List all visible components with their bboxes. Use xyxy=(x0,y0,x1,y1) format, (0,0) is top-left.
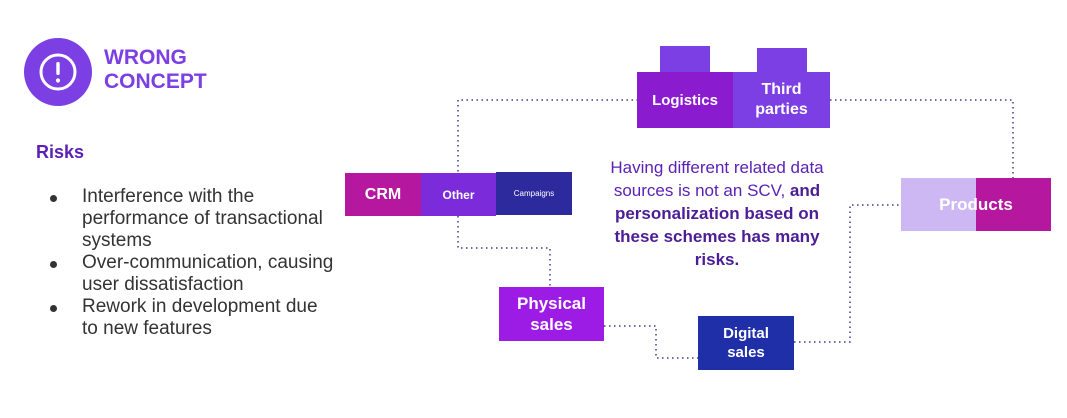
diagram-message-bold: and personalization based on these schem… xyxy=(614,181,821,269)
digital-sales-label-line-1: Digital xyxy=(723,325,769,342)
products-node-left xyxy=(901,178,976,231)
risks-heading: Risks xyxy=(36,142,85,162)
diagram-message-plain: Having different related data sources is… xyxy=(610,158,824,200)
connector-other-physical-sales xyxy=(457,216,551,288)
connector-physical-sales-digital-sales xyxy=(604,325,698,359)
risk-item-rework: Rework in development due to new feature… xyxy=(38,296,338,340)
risk-list: Interference with the performance of tra… xyxy=(38,186,338,340)
logistics-label: Logistics xyxy=(652,91,718,109)
risk-item-over-communication: Over-communication, causing user dissati… xyxy=(38,252,338,296)
diagram-message: Having different related data sources is… xyxy=(596,156,838,271)
physical-sales-node: Physical sales xyxy=(499,287,604,341)
page-title-line-2: CONCEPT xyxy=(104,70,207,93)
page-title: WRONG CONCEPT xyxy=(104,46,264,94)
digital-sales-label-line-2: sales xyxy=(727,344,765,361)
crm-label: CRM xyxy=(364,185,402,203)
page-title-line-1: WRONG xyxy=(104,46,187,69)
third-parties-node: Third parties xyxy=(733,72,830,128)
logistics-stack-top xyxy=(660,46,710,72)
third-parties-label-line-2: parties xyxy=(755,101,808,118)
products-node-right xyxy=(976,178,1051,231)
other-node: Other xyxy=(421,173,496,216)
connector-third-parties-products xyxy=(830,99,1014,178)
physical-sales-label-line-1: Physical xyxy=(517,294,586,313)
exclamation-circle-icon xyxy=(39,53,77,91)
connector-logistics-crm xyxy=(457,99,638,172)
risk-item-interference: Interference with the performance of tra… xyxy=(38,186,338,252)
logistics-node: Logistics xyxy=(637,72,733,128)
campaigns-label: Campaigns xyxy=(513,189,555,198)
campaigns-node: Campaigns xyxy=(496,172,572,215)
alert-circle xyxy=(24,38,92,106)
crm-node: CRM xyxy=(345,173,421,216)
third-parties-stack-top xyxy=(757,48,807,72)
physical-sales-label-line-2: sales xyxy=(530,315,573,334)
third-parties-label-line-1: Third xyxy=(761,81,802,98)
other-label: Other xyxy=(442,187,475,202)
digital-sales-node: Digital sales xyxy=(698,316,794,370)
products-label: Products xyxy=(939,194,1013,214)
